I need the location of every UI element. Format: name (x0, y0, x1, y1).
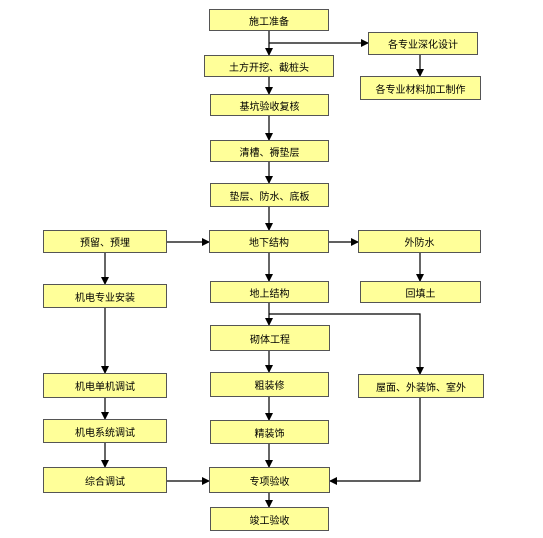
node-reserve-embed-label: 预留、预埋 (80, 238, 130, 249)
node-mep-install-label: 机电专业安装 (75, 292, 135, 304)
node-pit-check-label: 基坑验收复核 (239, 101, 300, 113)
node-masonry-label: 砌体工程 (250, 334, 290, 346)
node-roof-exterior-label: 屋面、外装饰、室外 (376, 382, 466, 394)
node-mep-system-test-label: 机电系统调试 (75, 427, 135, 439)
node-completion-acceptance: 竣工验收 (210, 507, 329, 531)
node-mep-single-test-label: 机电单机调试 (75, 382, 135, 393)
node-earthwork: 土方开挖、截桩头 (204, 55, 334, 77)
node-deepen-design: 各专业深化设计 (368, 32, 478, 55)
node-material-fabrication: 各专业材料加工制作 (360, 76, 481, 100)
node-reserve-embed: 预留、预埋 (43, 230, 167, 253)
node-base-slab-label: 垫层、防水、底板 (229, 191, 310, 203)
node-integrated-test-label: 综合调试 (85, 476, 125, 488)
node-clean-cushion: 清槽、褥垫层 (210, 140, 329, 162)
node-completion-acceptance-label: 竣工验收 (249, 515, 290, 527)
node-external-waterproof: 外防水 (358, 230, 481, 253)
node-base-slab: 垫层、防水、底板 (210, 183, 329, 207)
node-underground-structure: 地下结构 (209, 230, 329, 253)
node-rough-decoration-label: 粗装修 (254, 381, 285, 392)
node-special-acceptance: 专项验收 (209, 467, 330, 493)
node-rough-decoration: 粗装修 (210, 372, 329, 397)
node-roof-exterior: 屋面、外装饰、室外 (358, 374, 484, 398)
node-clean-cushion-label: 清槽、褥垫层 (239, 147, 300, 159)
node-underground-structure-label: 地下结构 (249, 238, 289, 249)
node-prep-label: 施工准备 (249, 16, 289, 28)
node-deepen-design-label: 各专业深化设计 (388, 40, 458, 51)
node-mep-single-test: 机电单机调试 (43, 373, 167, 398)
node-mep-system-test: 机电系统调试 (43, 419, 167, 443)
node-above-structure: 地上结构 (210, 281, 329, 303)
node-external-waterproof-label: 外防水 (404, 238, 435, 249)
node-backfill: 回填土 (360, 281, 481, 303)
node-prep: 施工准备 (209, 9, 329, 31)
node-above-structure-label: 地上结构 (249, 288, 290, 300)
arrow-roof-special (329, 398, 421, 485)
node-fine-decoration-label: 精装饰 (254, 428, 285, 440)
node-backfill-label: 回填土 (405, 288, 436, 300)
node-masonry: 砌体工程 (210, 325, 330, 351)
node-fine-decoration: 精装饰 (210, 420, 329, 444)
arrow-above-roof (269, 313, 424, 375)
node-special-acceptance-label: 专项验收 (249, 476, 290, 488)
node-mep-install: 机电专业安装 (43, 284, 167, 308)
node-material-fabrication-label: 各专业材料加工制作 (375, 84, 466, 96)
node-pit-check: 基坑验收复核 (210, 94, 329, 116)
node-integrated-test: 综合调试 (43, 467, 167, 493)
node-earthwork-label: 土方开挖、截桩头 (229, 62, 309, 74)
